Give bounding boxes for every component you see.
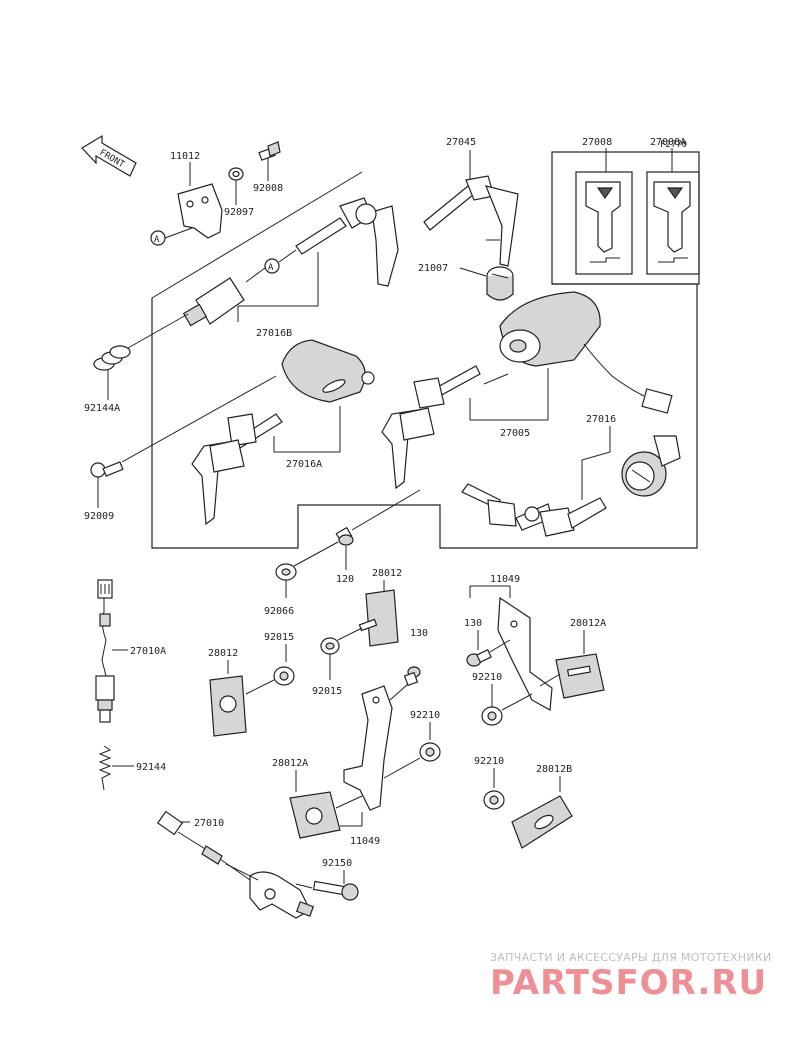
label-11012: 11012 — [170, 151, 200, 162]
label-92015-b: 92015 — [312, 686, 342, 697]
reflector-28012-left — [209, 675, 247, 737]
label-28012: 28012 — [372, 568, 402, 579]
label-92150: 92150 — [322, 858, 352, 869]
label-92210-b: 92210 — [410, 710, 440, 721]
label-27005: 27005 — [500, 428, 530, 439]
label-27016b: 27016B — [256, 328, 292, 339]
reflector-28012a-right — [555, 653, 605, 699]
ignition-key-set-27016b — [295, 197, 399, 287]
screw-92009 — [90, 461, 124, 478]
label-92144: 92144 — [136, 762, 166, 773]
key-fob-27016a — [281, 339, 375, 403]
label-92210-c: 92210 — [474, 756, 504, 767]
label-27010: 27010 — [194, 818, 224, 829]
nut-92015-a — [320, 637, 340, 655]
cap-21007 — [486, 266, 514, 301]
bolt-upper-11049 — [403, 666, 421, 687]
bolt-120 — [335, 526, 354, 546]
ref-mark-a-1-label: A — [154, 235, 160, 245]
label-27045: 27045 — [446, 137, 476, 148]
seat-lock-27005 — [499, 291, 673, 414]
switch-27010a — [95, 579, 115, 723]
figure-code: F2770 — [660, 140, 687, 150]
screw-92008 — [258, 141, 281, 161]
reflector-28012 — [358, 589, 399, 647]
label-27008: 27008 — [582, 137, 612, 148]
label-130-a: 130 — [410, 628, 428, 639]
watermark-tagline: ЗАПЧАСТИ И АКСЕССУАРЫ ДЛЯ МОТОТЕХНИКИ — [490, 951, 772, 964]
label-21007: 21007 — [418, 263, 448, 274]
label-92210-a: 92210 — [472, 672, 502, 683]
frame-diagonal-top — [151, 171, 363, 299]
label-92008: 92008 — [253, 183, 283, 194]
label-120: 120 — [336, 574, 354, 585]
bracket-11049-bottom — [343, 685, 393, 811]
nut-92210-b — [419, 742, 441, 762]
nut-92210-a — [481, 706, 503, 726]
label-27016: 27016 — [586, 414, 616, 425]
keys-27016 — [461, 483, 607, 537]
label-11049-top: 11049 — [490, 574, 520, 585]
label-28012a-right: 28012A — [570, 618, 606, 629]
label-28012b: 28012B — [536, 764, 572, 775]
label-92066: 92066 — [264, 606, 294, 617]
label-27010a: 27010A — [130, 646, 166, 657]
label-27016a: 27016A — [286, 459, 322, 470]
label-130-b: 130 — [464, 618, 482, 629]
ref-mark-a-2-label: A — [268, 263, 274, 273]
reflector-28012a-mid — [289, 791, 341, 839]
key-blank-27008a — [646, 171, 700, 275]
nut-92210-c — [483, 790, 505, 810]
key-blank-27008 — [575, 171, 633, 275]
ref-mark-a-2 — [264, 258, 280, 274]
spring-92144a — [93, 345, 131, 371]
watermark-logo: PARTSFOR.RU — [490, 963, 767, 1003]
bracket-11049-top — [497, 596, 553, 711]
washer-92097 — [228, 167, 244, 181]
label-11049-bottom: 11049 — [350, 836, 380, 847]
bolt-92150 — [312, 880, 359, 901]
bolt-130 — [466, 649, 492, 667]
spring-92144 — [98, 745, 112, 791]
lock-cylinder-27016 — [621, 435, 681, 497]
ignition-cylinder — [182, 277, 245, 327]
bracket-11012 — [177, 183, 223, 239]
nut-92015-b — [273, 666, 295, 686]
label-92144a: 92144A — [84, 403, 120, 414]
main-assembly-frame — [151, 283, 698, 549]
keys-27005 — [381, 365, 481, 490]
label-92009: 92009 — [84, 511, 114, 522]
label-28012a-mid: 28012A — [272, 758, 308, 769]
key-27045 — [423, 175, 519, 267]
label-27008a: 27008A — [650, 137, 686, 148]
switch-27010 — [156, 810, 315, 919]
keys-27016a — [191, 413, 283, 526]
label-92097: 92097 — [224, 207, 254, 218]
label-28012-left: 28012 — [208, 648, 238, 659]
front-arrow-icon: FRONT — [81, 134, 137, 177]
reflector-28012b — [511, 795, 573, 849]
label-92015-a: 92015 — [264, 632, 294, 643]
washer-92066 — [275, 563, 297, 581]
